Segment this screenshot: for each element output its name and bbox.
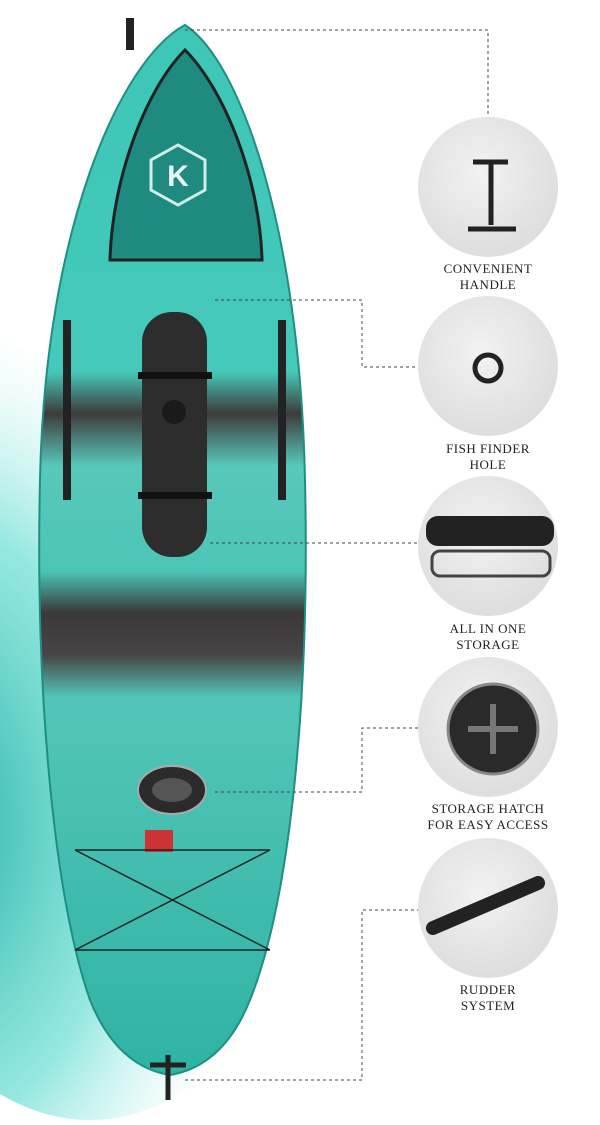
fish-finder-detail-image xyxy=(418,296,558,436)
handle-detail-image xyxy=(418,117,558,257)
feature-label: ALL IN ONE xyxy=(449,621,527,636)
rudder xyxy=(150,1055,186,1100)
front-mesh xyxy=(108,47,264,262)
hatch-detail-image xyxy=(418,657,558,797)
rudder-detail-image xyxy=(418,838,558,978)
logo-hexagon xyxy=(149,143,207,207)
handle-icon xyxy=(468,159,516,232)
center-console xyxy=(142,312,207,557)
feature-label: RUDDER xyxy=(459,982,517,997)
rudder-icon xyxy=(426,876,545,935)
feature-label: SYSTEM xyxy=(460,998,516,1013)
hatch-icon xyxy=(446,682,540,776)
connector-lines xyxy=(185,29,489,1081)
feature-label: STORAGE HATCH xyxy=(431,801,545,816)
feature-label: STORAGE xyxy=(456,637,520,652)
fish-finder-hole-icon xyxy=(472,352,504,384)
storage-icon xyxy=(426,516,554,578)
svg-text:K: K xyxy=(167,160,189,193)
feature-label: CONVENIENT xyxy=(443,261,533,276)
feature-label: FOR EASY ACCESS xyxy=(427,817,549,832)
feature-label: HOLE xyxy=(469,457,507,472)
storage-detail-image xyxy=(418,476,558,616)
feature-label: FISH FINDER xyxy=(446,441,530,456)
feature-label: HANDLE xyxy=(459,277,517,292)
